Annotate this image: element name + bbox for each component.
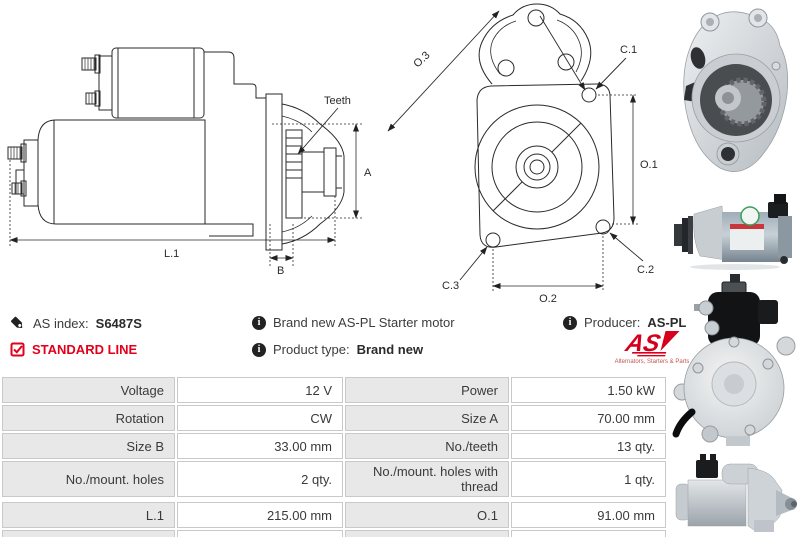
as-index-value: S6487S	[95, 315, 142, 331]
info-icon: i	[252, 342, 266, 357]
spec-value: 12 V	[177, 377, 343, 403]
spec-table: Voltage 12 V Power 1.50 kW Rotation CW S…	[2, 377, 668, 537]
spec-label: Power	[345, 377, 509, 403]
dim-o3-label: O.3	[411, 49, 432, 70]
dim-a-label: A	[364, 167, 372, 179]
as-pl-logo: AS Alternators, Starters & Parts	[615, 330, 690, 365]
product-photo-side[interactable]	[670, 190, 800, 272]
brand-new-row: i Brand new AS-PL Starter motor	[252, 315, 455, 330]
spec-value: CW	[177, 405, 343, 431]
spec-label: L.1	[2, 502, 175, 528]
spec-label: C.2	[345, 530, 509, 537]
standard-line-text: STANDARD LINE	[32, 342, 138, 357]
dim-c2-label: C.2	[637, 264, 654, 276]
spec-label: O.1	[345, 502, 509, 528]
spec-value: 1 qty.	[511, 461, 666, 497]
dim-b-label: B	[277, 265, 284, 277]
side-view-drawing: Teeth A L.1 B	[7, 47, 372, 277]
producer-label: Producer:	[584, 315, 641, 330]
info-icon: i	[252, 315, 266, 330]
product-type-value: Brand new	[356, 342, 424, 357]
spec-value: 13 qty.	[511, 433, 666, 459]
teeth-label: Teeth	[324, 95, 351, 107]
producer-value: AS-PL	[647, 315, 687, 330]
as-index-row: AS index: S6487S	[10, 315, 142, 331]
spec-value: 33.00 mm	[177, 433, 343, 459]
spec-label: Size A	[345, 405, 509, 431]
spec-label: Rotation	[2, 405, 175, 431]
info-icon: i	[563, 315, 577, 330]
brand-new-text: Brand new AS-PL Starter motor	[273, 315, 455, 330]
spec-value: 1.50 kW	[511, 377, 666, 403]
dim-c3-label: C.3	[442, 280, 459, 292]
product-photo-side-nose[interactable]	[670, 450, 800, 535]
spec-value: 70.00 mm	[511, 405, 666, 431]
product-photo-front[interactable]	[670, 2, 800, 190]
spec-label: No./mount. holes with thread	[345, 461, 509, 497]
producer-row: i Producer: AS-PL	[563, 315, 686, 330]
spec-value: 11.00 mm	[177, 530, 343, 537]
front-view-drawing: O.3 C.1 O.1 C.2 C.3 O.2	[387, 3, 658, 305]
spec-label: No./teeth	[345, 433, 509, 459]
product-type-label: Product type:	[273, 342, 350, 357]
spec-label: No./mount. holes	[2, 461, 175, 497]
spec-value: 91.00 mm	[511, 502, 666, 528]
tag-icon	[10, 316, 23, 328]
as-index-label: AS index:	[33, 315, 89, 331]
dim-o1-label: O.1	[640, 159, 658, 171]
spec-label: Size B	[2, 433, 175, 459]
standard-line-row: STANDARD LINE	[10, 342, 137, 357]
spec-value: M12x1.75 mm	[511, 530, 666, 537]
dim-l1-label: L.1	[164, 248, 179, 260]
table-group-divider	[2, 499, 666, 500]
spec-label: C.1	[2, 530, 175, 537]
checkbox-checked-icon	[10, 342, 25, 357]
logo-tagline: Alternators, Starters & Parts	[615, 359, 690, 365]
spec-value: 215.00 mm	[177, 502, 343, 528]
product-type-row: i Product type: Brand new	[252, 342, 423, 357]
spec-label: Voltage	[2, 377, 175, 403]
product-photo-rear[interactable]	[670, 272, 800, 448]
spec-value: 2 qty.	[177, 461, 343, 497]
dim-c1-label: C.1	[620, 44, 637, 56]
dim-o2-label: O.2	[539, 293, 557, 305]
